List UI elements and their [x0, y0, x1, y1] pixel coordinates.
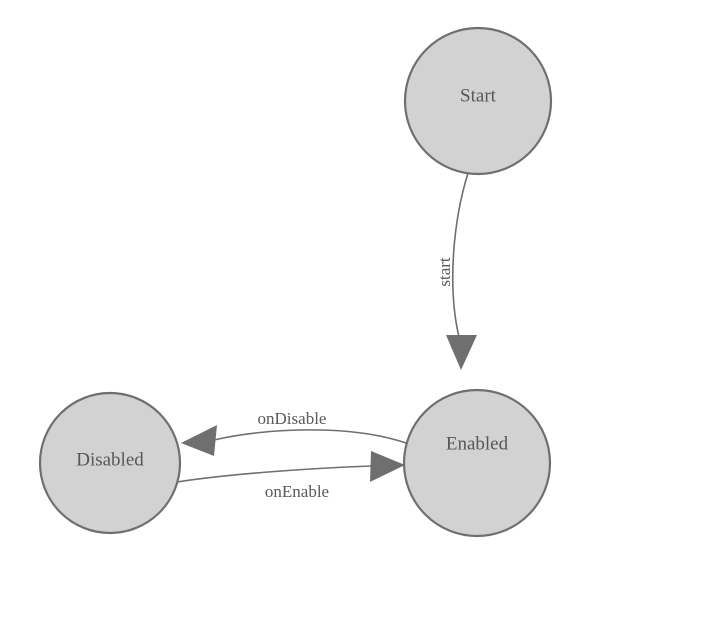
edge-enabled-to-disabled-path: [213, 429, 407, 444]
edge-label-on-disable: onDisable: [258, 409, 327, 428]
node-enabled-label: Enabled: [446, 433, 509, 454]
edge-label-start: start: [435, 257, 454, 287]
edge-disabled-to-enabled-path: [176, 465, 372, 483]
node-start-circle: [403, 26, 553, 176]
arrowhead-into-enabled-from-disabled: [370, 451, 405, 482]
node-disabled-circle: [38, 391, 182, 535]
node-start-label: Start: [460, 85, 497, 106]
node-enabled-circle: [402, 388, 552, 538]
node-disabled[interactable]: Disabled: [38, 391, 182, 535]
arrowhead-into-disabled: [181, 425, 217, 456]
node-start[interactable]: Start: [403, 26, 553, 176]
node-disabled-label: Disabled: [76, 449, 144, 470]
node-enabled[interactable]: Enabled: [402, 388, 552, 538]
edge-start-to-enabled-path: [451, 172, 469, 338]
arrowhead-into-enabled-from-start: [446, 335, 477, 370]
edge-start-to-enabled[interactable]: start: [435, 172, 477, 370]
edge-label-on-enable: onEnable: [265, 482, 329, 501]
edge-enabled-to-disabled[interactable]: onDisable: [181, 409, 407, 456]
edge-disabled-to-enabled[interactable]: onEnable: [176, 451, 405, 501]
